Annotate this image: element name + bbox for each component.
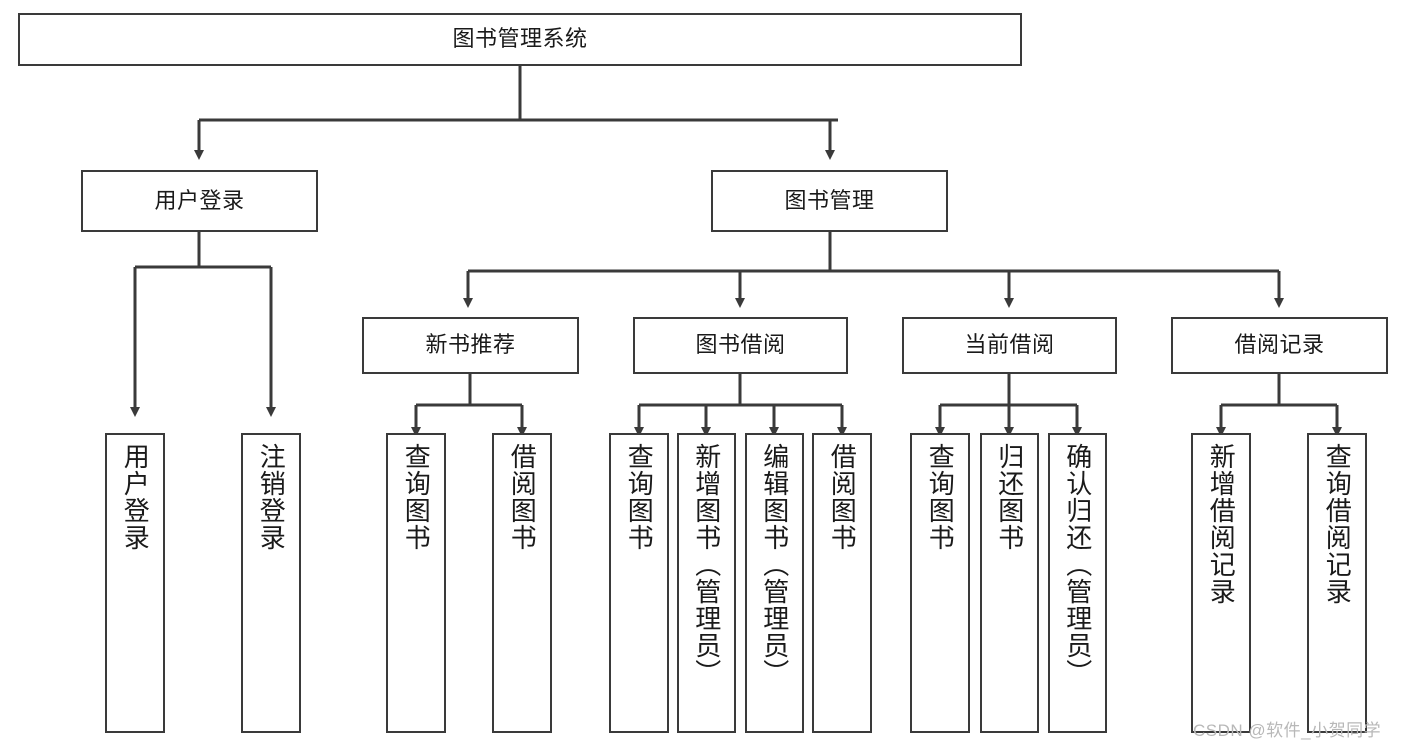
leaf-return-book-label: 归还图书 — [994, 443, 1025, 551]
leaf-query-book-newbook-label: 查询图书 — [401, 443, 432, 551]
leaf-logout[interactable]: 注销登录 — [241, 433, 301, 733]
leaf-borrow-book-newbook[interactable]: 借阅图书 — [492, 433, 552, 733]
leaf-borrow-book[interactable]: 借阅图书 — [812, 433, 872, 733]
node-new-book-recommend-label: 新书推荐 — [425, 332, 516, 358]
leaf-add-book-admin[interactable]: 新增图书（管理员） — [677, 433, 736, 733]
leaf-edit-book-admin[interactable]: 编辑图书（管理员） — [745, 433, 804, 733]
leaf-return-book[interactable]: 归还图书 — [980, 433, 1039, 733]
node-root[interactable]: 图书管理系统 — [18, 13, 1022, 66]
node-book-management-label: 图书管理 — [784, 187, 875, 213]
leaf-edit-book-admin-label: 编辑图书（管理员） — [759, 443, 790, 686]
node-book-borrow[interactable]: 图书借阅 — [633, 317, 848, 374]
leaf-query-book-current-label: 查询图书 — [925, 443, 956, 551]
node-current-borrow[interactable]: 当前借阅 — [902, 317, 1117, 374]
node-book-borrow-label: 图书借阅 — [695, 332, 786, 358]
node-user-login[interactable]: 用户登录 — [81, 170, 318, 232]
node-book-management[interactable]: 图书管理 — [711, 170, 948, 232]
leaf-query-borrow-record-label: 查询借阅记录 — [1322, 443, 1353, 605]
leaf-logout-label: 注销登录 — [256, 443, 287, 551]
leaf-query-borrow-record[interactable]: 查询借阅记录 — [1307, 433, 1367, 733]
csdn-watermark: CSDN @软件_小贺同学 — [1193, 721, 1382, 740]
leaf-confirm-return-admin-label: 确认归还（管理员） — [1062, 443, 1093, 686]
node-root-label: 图书管理系统 — [452, 26, 588, 52]
leaf-query-book-borrow[interactable]: 查询图书 — [609, 433, 669, 733]
node-current-borrow-label: 当前借阅 — [964, 332, 1055, 358]
leaf-user-login-label: 用户登录 — [120, 443, 151, 551]
node-borrow-record[interactable]: 借阅记录 — [1171, 317, 1388, 374]
leaf-add-borrow-record[interactable]: 新增借阅记录 — [1191, 433, 1251, 733]
leaf-query-book-borrow-label: 查询图书 — [624, 443, 655, 551]
leaf-add-borrow-record-label: 新增借阅记录 — [1206, 443, 1237, 605]
leaf-query-book-newbook[interactable]: 查询图书 — [386, 433, 446, 733]
leaf-borrow-book-newbook-label: 借阅图书 — [507, 443, 538, 551]
leaf-confirm-return-admin[interactable]: 确认归还（管理员） — [1048, 433, 1107, 733]
leaf-query-book-current[interactable]: 查询图书 — [910, 433, 970, 733]
leaf-user-login[interactable]: 用户登录 — [105, 433, 165, 733]
node-new-book-recommend[interactable]: 新书推荐 — [362, 317, 579, 374]
leaf-borrow-book-label: 借阅图书 — [827, 443, 858, 551]
leaf-add-book-admin-label: 新增图书（管理员） — [691, 443, 722, 686]
node-user-login-label: 用户登录 — [154, 187, 245, 213]
node-borrow-record-label: 借阅记录 — [1234, 332, 1325, 358]
